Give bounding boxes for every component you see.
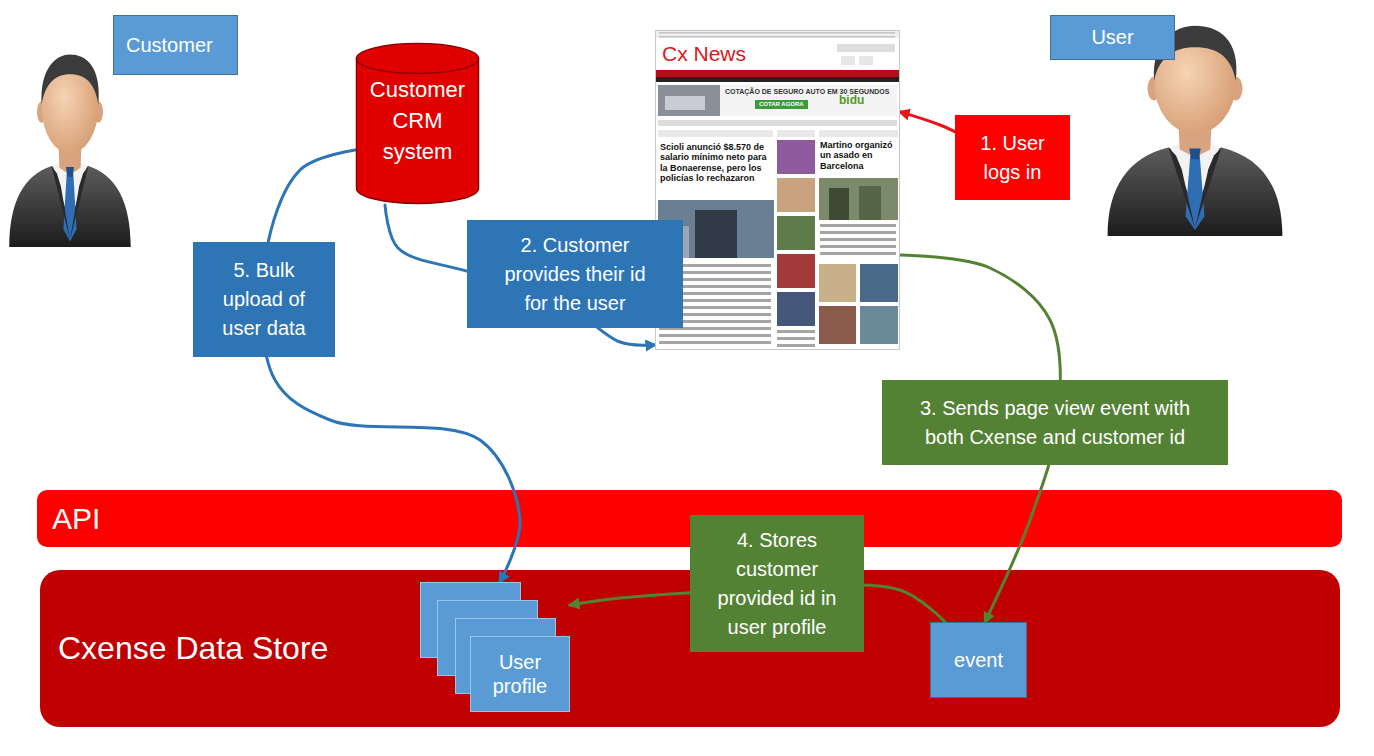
user-actor: User bbox=[1050, 10, 1295, 238]
site-title: Cx News bbox=[662, 41, 746, 66]
page-graphic bbox=[777, 292, 815, 326]
page-border bbox=[656, 31, 900, 350]
page-graphic bbox=[777, 254, 815, 288]
step-label: 1. User logs in bbox=[955, 115, 1070, 200]
page-graphic bbox=[819, 306, 856, 344]
text-line bbox=[659, 341, 771, 344]
text-line bbox=[820, 231, 896, 234]
cylinder-body bbox=[357, 59, 479, 204]
page-graphic bbox=[658, 120, 897, 126]
text-slot: COTAR AGORA bbox=[755, 100, 808, 109]
text-slot: User bbox=[1050, 15, 1175, 60]
text-slot: Martino organizó un asado en Barcelona bbox=[820, 140, 897, 171]
text-line bbox=[820, 252, 896, 255]
page-graphic bbox=[859, 56, 873, 65]
edge-label-slot: 3. Sends page view event with both Cxens… bbox=[882, 380, 1228, 465]
ad-brand: bidu bbox=[839, 94, 864, 107]
suit-shape bbox=[9, 166, 130, 247]
page-graphic bbox=[837, 44, 895, 52]
tie-knot bbox=[1189, 149, 1200, 160]
text-slot: Customer CRM system bbox=[355, 74, 480, 168]
text-slot: bidu bbox=[839, 94, 864, 107]
text-slot: COTAÇÃO DE SEGURO AUTO EM 30 SEGUNDOS bbox=[725, 88, 889, 96]
page-graphic bbox=[819, 178, 898, 220]
profile-stack: User profile bbox=[420, 582, 570, 712]
hair-shape bbox=[41, 54, 98, 104]
profile-box: User profile bbox=[470, 636, 570, 712]
text-line bbox=[820, 245, 896, 248]
page-graphic bbox=[695, 210, 737, 258]
lapel-shape bbox=[1195, 148, 1222, 229]
page-graphic bbox=[655, 77, 900, 82]
text-slot: Cxense Data Store bbox=[58, 570, 328, 727]
text-line bbox=[820, 238, 896, 241]
text-slot: User profile bbox=[470, 636, 570, 712]
suit-shape bbox=[1108, 148, 1283, 236]
text-slot: API bbox=[52, 490, 100, 547]
ad-text: COTAÇÃO DE SEGURO AUTO EM 30 SEGUNDOS bbox=[725, 88, 889, 96]
actor-label: User bbox=[1050, 15, 1175, 60]
edge-label-slot: 2. Customer provides their id for the us… bbox=[467, 220, 683, 328]
tie-shape bbox=[63, 173, 76, 241]
edge-label-slot: 5. Bulk upload of user data bbox=[193, 242, 335, 357]
page-graphic bbox=[860, 264, 898, 302]
webpage-screenshot bbox=[655, 30, 900, 350]
headline: Martino organizó un asado en Barcelona bbox=[820, 140, 897, 171]
step-label: 5. Bulk upload of user data bbox=[193, 242, 335, 357]
text-line bbox=[659, 334, 771, 337]
edge-label-slot: 4. Stores customer provided id in user p… bbox=[690, 515, 864, 652]
event-box: event bbox=[930, 622, 1027, 698]
headline: Scioli anunció $8.570 de salario mínimo … bbox=[660, 142, 775, 183]
customer-actor: Customer bbox=[0, 15, 240, 247]
connector-arrow bbox=[262, 150, 520, 582]
page-graphic bbox=[859, 186, 881, 220]
text-slot: event bbox=[931, 623, 1026, 697]
page-graphic bbox=[655, 30, 900, 38]
nav-line bbox=[659, 36, 895, 38]
crm-database: Customer CRM system bbox=[355, 42, 480, 205]
event-label: event bbox=[954, 649, 1003, 672]
page-graphic bbox=[819, 264, 856, 302]
page-graphic bbox=[655, 30, 900, 350]
cylinder-top bbox=[357, 44, 479, 74]
text-slot: Customer bbox=[113, 15, 238, 75]
page-graphic bbox=[658, 85, 897, 116]
page-graphic bbox=[777, 216, 815, 250]
text-slot: Cx News bbox=[662, 41, 746, 66]
database-label: Customer CRM system bbox=[363, 74, 473, 168]
ad-button: COTAR AGORA bbox=[755, 100, 808, 109]
text-line bbox=[777, 330, 815, 333]
page-graphic bbox=[658, 130, 773, 137]
band-title: API bbox=[52, 502, 100, 536]
step-label: 2. Customer provides their id for the us… bbox=[467, 220, 683, 328]
band-title: Cxense Data Store bbox=[58, 630, 328, 667]
page-graphic bbox=[829, 188, 849, 220]
page-graphic bbox=[777, 130, 815, 137]
tie-shape bbox=[1186, 155, 1205, 230]
page-graphic bbox=[658, 85, 720, 116]
text-line bbox=[820, 224, 896, 227]
nav-line bbox=[659, 32, 895, 34]
step-label: 3. Sends page view event with both Cxens… bbox=[882, 380, 1228, 465]
edge-label-slot: 1. User logs in bbox=[955, 115, 1070, 200]
tie-knot bbox=[66, 167, 74, 177]
page-graphic bbox=[655, 70, 900, 77]
page-graphic bbox=[860, 306, 898, 344]
page-graphic bbox=[841, 56, 855, 65]
text-line bbox=[777, 337, 815, 340]
lapel-shape bbox=[52, 166, 70, 240]
lapel-shape bbox=[1168, 148, 1195, 229]
step-label: 4. Stores customer provided id in user p… bbox=[690, 515, 864, 652]
page-graphic bbox=[665, 96, 705, 110]
page-graphic bbox=[777, 140, 815, 174]
actor-label: Customer bbox=[113, 15, 238, 75]
page-graphic bbox=[777, 178, 815, 212]
news-webpage: Cx NewsCOTAÇÃO DE SEGURO AUTO EM 30 SEGU… bbox=[655, 30, 900, 350]
lapel-shape bbox=[70, 166, 88, 240]
text-line bbox=[777, 344, 815, 347]
page-graphic bbox=[819, 130, 898, 137]
text-slot: Scioli anunció $8.570 de salario mínimo … bbox=[660, 142, 775, 183]
